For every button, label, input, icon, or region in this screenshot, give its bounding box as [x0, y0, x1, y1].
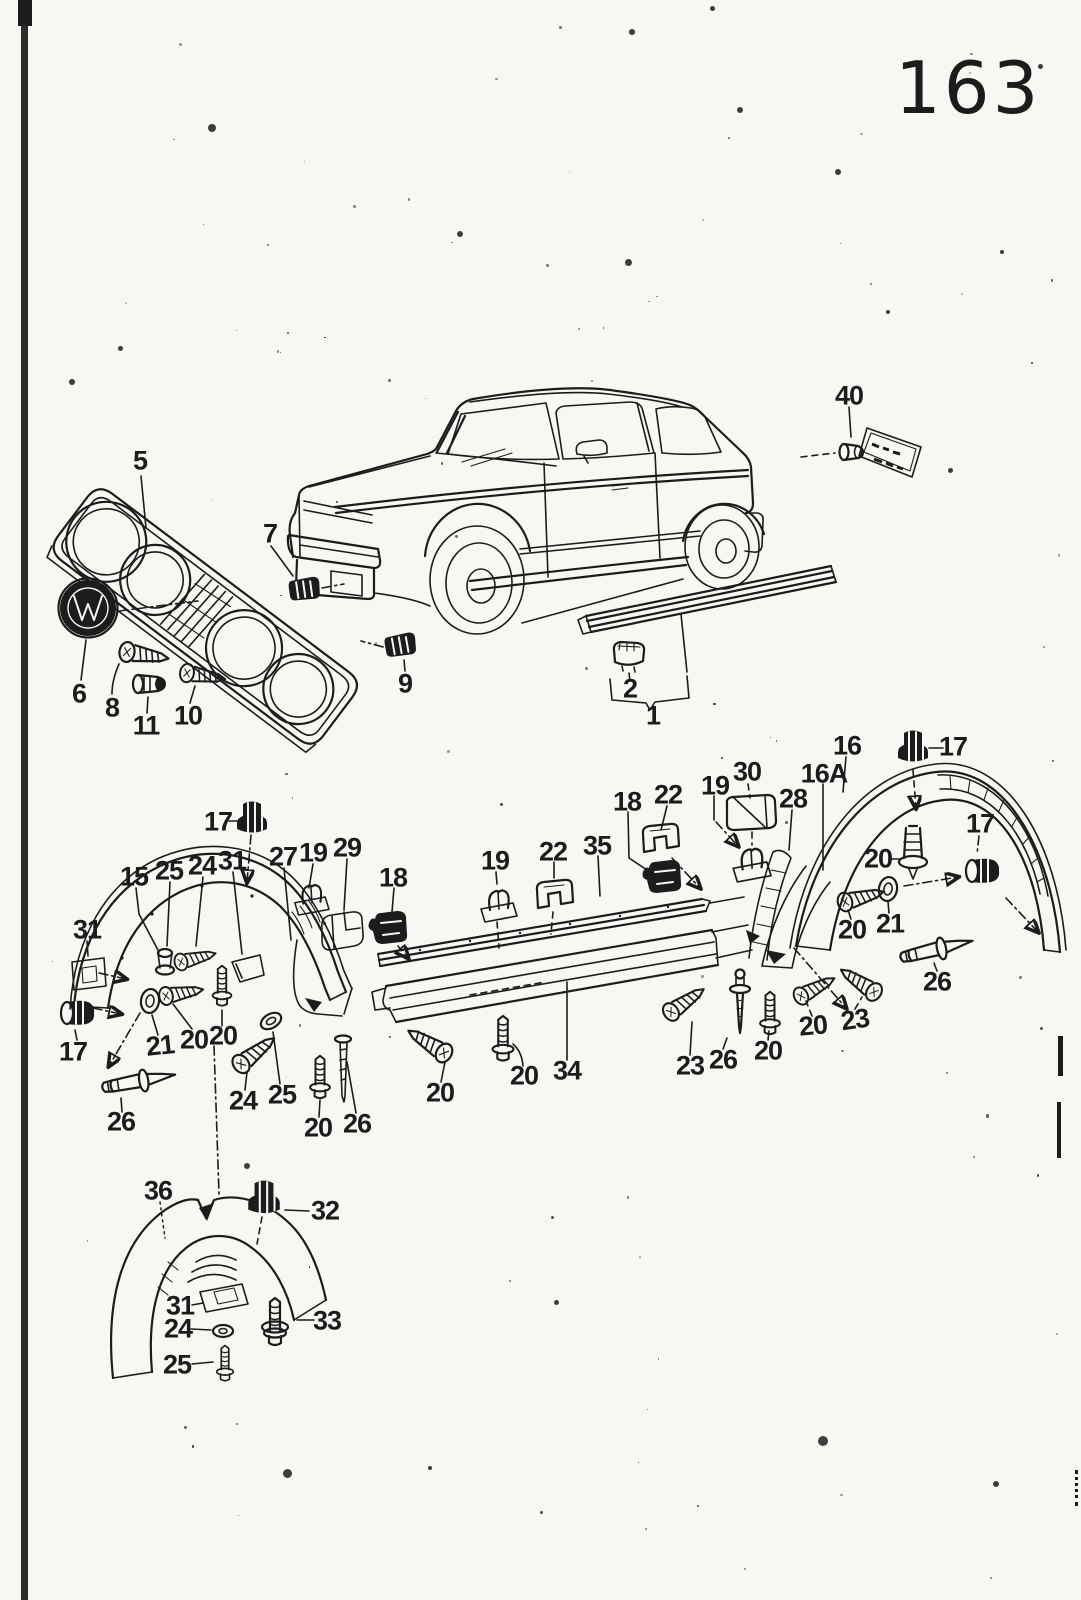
page-number: 163 — [895, 46, 1042, 130]
front-grille-drawing — [46, 488, 358, 754]
car-illustration — [286, 387, 766, 635]
sill-fasteners — [401, 960, 887, 1067]
grille-emblem — [57, 577, 199, 681]
right-wheel-arch-trim — [641, 729, 1067, 970]
scan-edge-bar-cap — [18, 0, 32, 26]
plug-11-drawing — [131, 673, 166, 695]
scan-edge-mark — [1057, 1102, 1061, 1158]
scan-edge-dots — [1075, 1470, 1078, 1506]
leader-lines — [74, 747, 1038, 1365]
scan-edge-bar — [21, 0, 28, 1600]
plug-40-drawing — [800, 406, 922, 478]
trim-strip-drawing — [577, 564, 838, 711]
grille-fasteners — [111, 475, 419, 714]
rivet-26-mid — [728, 968, 752, 1035]
sill-moldings — [293, 878, 753, 1024]
bottom-wheel-arch-liner — [110, 1179, 328, 1382]
left-wheel-arch-trim — [59, 800, 353, 1103]
scan-edge-mark — [1058, 1036, 1063, 1076]
